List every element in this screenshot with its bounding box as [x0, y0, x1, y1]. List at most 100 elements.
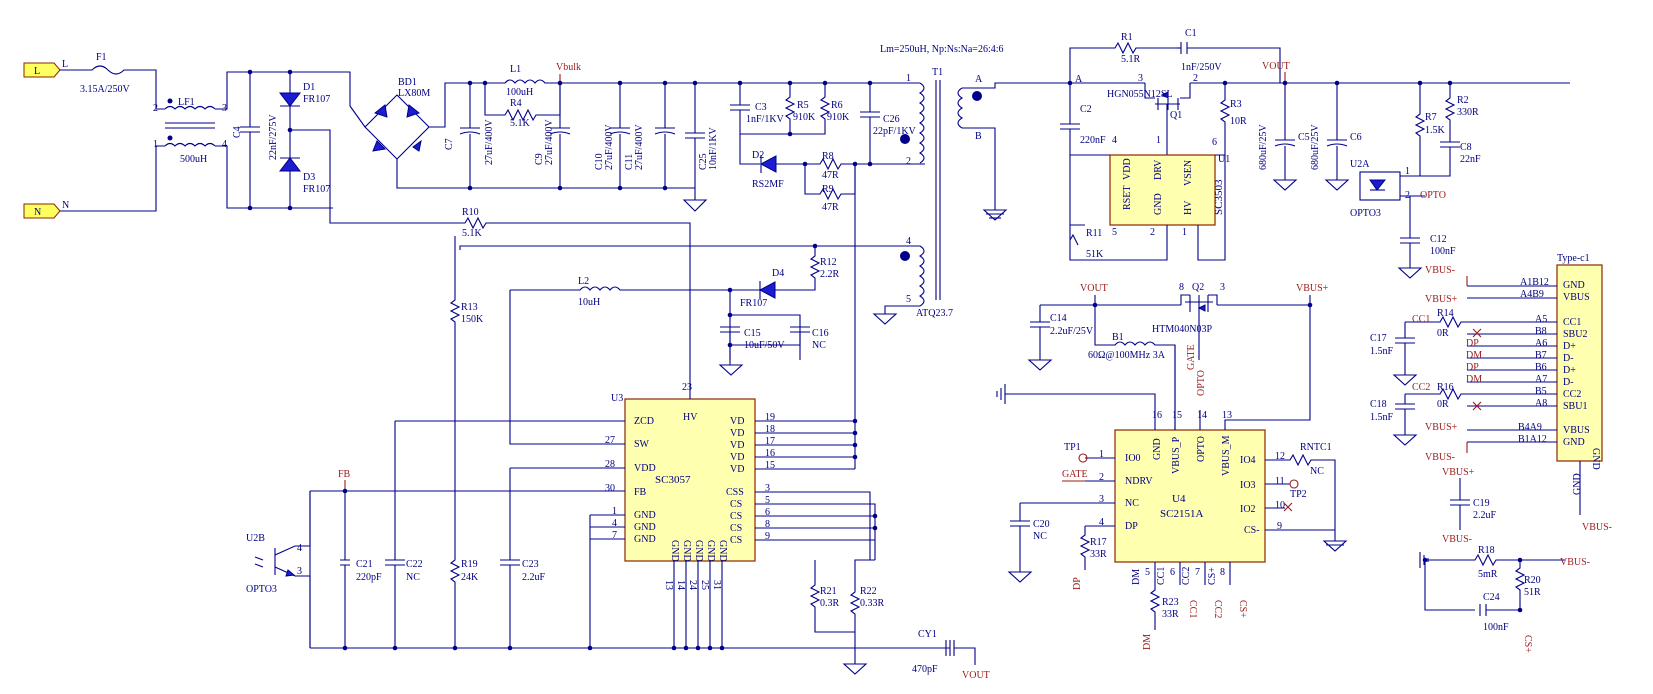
svg-text:DM: DM [1131, 569, 1142, 585]
net-vbus-minus-tc1: VBUS- [1425, 265, 1455, 276]
svg-text:8: 8 [1179, 282, 1184, 293]
svg-text:14: 14 [675, 580, 686, 590]
svg-text:B6: B6 [1535, 362, 1547, 373]
svg-text:GND: GND [705, 540, 716, 562]
net-cc2-u4: CC2 [1212, 600, 1223, 618]
r1-value: 5.1R [1121, 54, 1141, 65]
r11-ref: R11 [1086, 228, 1102, 239]
c26-ref: C26 [883, 114, 900, 125]
svg-text:10: 10 [1275, 500, 1285, 511]
u1-part: SC3503 [1213, 179, 1225, 215]
r8-ref: R8 [822, 151, 834, 162]
cy1-ref: CY1 [918, 629, 937, 640]
svg-text:12: 12 [1275, 451, 1285, 462]
svg-text:GND: GND [634, 522, 656, 533]
svg-text:B4A9: B4A9 [1518, 422, 1542, 433]
r23-value: 33R [1162, 609, 1179, 620]
svg-text:1: 1 [1099, 449, 1104, 460]
svg-text:A: A [1075, 74, 1083, 85]
c21-value: 220pF [356, 572, 382, 583]
r13-ref: R13 [461, 302, 478, 313]
svg-text:3: 3 [765, 483, 770, 494]
svg-text:GND: GND [634, 510, 656, 521]
net-vbus-minus-tc2: VBUS- [1425, 452, 1455, 463]
c17-value: 1.5nF [1370, 346, 1394, 357]
svg-text:IO0: IO0 [1125, 453, 1141, 464]
svg-text:SW: SW [634, 439, 650, 450]
r21-ref: R21 [820, 586, 837, 597]
svg-text:6: 6 [1212, 137, 1217, 148]
svg-text:5: 5 [1145, 567, 1150, 578]
svg-text:IO2: IO2 [1240, 504, 1256, 515]
c14-value: 2.2uF/25V [1050, 326, 1094, 337]
q1-part: HGN055N12SL [1107, 89, 1173, 100]
r17-value: 33R [1090, 549, 1107, 560]
r1-ref: R1 [1121, 32, 1133, 43]
svg-text:VBUS: VBUS [1563, 292, 1590, 303]
svg-text:ZCD: ZCD [634, 416, 654, 427]
net-vbus-minus-tc3: VBUS- [1582, 522, 1612, 533]
r4-value: 5.1K [510, 118, 531, 129]
svg-text:A7: A7 [1535, 374, 1547, 385]
c7-ref: C7 [444, 138, 455, 150]
c4-value: 22nF/275V [268, 114, 279, 160]
svg-text:GND: GND [1563, 280, 1585, 291]
svg-text:2: 2 [1150, 227, 1155, 238]
svg-text:16: 16 [765, 448, 775, 459]
svg-text:13: 13 [663, 580, 674, 590]
svg-text:B7: B7 [1535, 350, 1547, 361]
c12-value: 100nF [1430, 246, 1456, 257]
net-gate-q2: GATE [1186, 344, 1197, 370]
c6-ref: C6 [1350, 132, 1362, 143]
c23-value: 2.2uF [522, 572, 546, 583]
svg-text:GND: GND [693, 540, 704, 562]
net-vbus-minus-c19: VBUS- [1442, 534, 1472, 545]
r5-ref: R5 [797, 100, 809, 111]
svg-text:27: 27 [605, 435, 615, 446]
svg-text:4: 4 [1112, 135, 1117, 146]
svg-text:1: 1 [1182, 227, 1187, 238]
svg-text:30: 30 [605, 483, 615, 494]
svg-text:VSEN: VSEN [1183, 160, 1194, 186]
bd1-ref: BD1 [398, 77, 417, 88]
svg-text:D-: D- [1563, 353, 1574, 364]
svg-text:A6: A6 [1535, 338, 1547, 349]
u4-part: SC2151A [1160, 508, 1203, 520]
c26-value: 22pF/1KV [873, 126, 917, 137]
tp1-ref: TP1 [1064, 442, 1081, 453]
svg-text:DP: DP [1125, 521, 1138, 532]
svg-text:CC2: CC2 [1181, 567, 1192, 585]
typec-ref: Type-c1 [1557, 253, 1590, 264]
r7-value: 1.5K [1425, 125, 1446, 136]
svg-text:28: 28 [605, 459, 615, 470]
svg-text:NC: NC [1125, 498, 1139, 509]
tp2-ref: TP2 [1290, 489, 1307, 500]
l1-value: 100uH [506, 87, 533, 98]
c10-ref: C10 [594, 153, 605, 170]
svg-text:7: 7 [612, 530, 617, 541]
net-vbulk: Vbulk [556, 62, 581, 73]
load-switch: VOUT VBUS+ Q2 HTM040N03P 3 8 GATE C14 2.… [1027, 282, 1329, 430]
net-vout-q2: VOUT [1080, 283, 1108, 294]
svg-text:A4B9: A4B9 [1520, 289, 1544, 300]
c25-ref: C25 [698, 153, 709, 170]
d4-ref: D4 [772, 268, 784, 279]
svg-text:4: 4 [222, 139, 227, 150]
r22-ref: R22 [860, 586, 877, 597]
sync-rectifier: R1 5.1R C1 1nF/250V HGN055N12SL Q1 1 3 2… [1060, 28, 1570, 261]
r14-value: 0R [1437, 328, 1449, 339]
svg-text:3: 3 [297, 566, 302, 577]
q1-ref: Q1 [1170, 110, 1182, 121]
r3-ref: R3 [1230, 99, 1242, 110]
c22-ref: C22 [406, 559, 423, 570]
c25-value: 10nF/1KV [708, 126, 719, 170]
svg-text:CS+: CS+ [1207, 567, 1218, 585]
r9-value: 47R [822, 202, 839, 213]
svg-text:9: 9 [765, 531, 770, 542]
c3-value: 1nF/1KV [746, 114, 785, 125]
feedback-section: FB C21 220pF C22 NC R19 24K C23 2.2uF U2… [246, 421, 990, 681]
svg-text:GND: GND [1572, 473, 1583, 495]
lf1-value: 500uH [180, 154, 207, 165]
net-gate-u4: GATE [1062, 469, 1088, 480]
svg-text:23: 23 [682, 382, 692, 393]
